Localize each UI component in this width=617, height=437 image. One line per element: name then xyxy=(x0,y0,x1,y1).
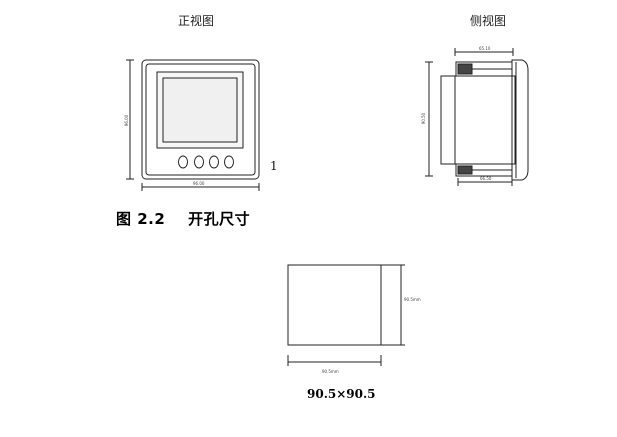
front-bezel-inner xyxy=(145,63,256,176)
figure-caption: 图 2.2 开孔尺寸 xyxy=(116,210,251,228)
side-body xyxy=(440,75,516,165)
side-top-dim-label: 65.10 xyxy=(479,46,491,51)
oval-button-icon xyxy=(224,155,234,169)
front-width-dim-label: 96.00 xyxy=(193,181,205,186)
cutout-width-dim-label: 90.5mm xyxy=(322,369,339,374)
side-bezel xyxy=(511,59,529,181)
cutout-square xyxy=(287,264,382,346)
side-view-title: 侧视图 xyxy=(470,14,507,28)
cutout-caption: 90.5×90.5 xyxy=(307,387,376,401)
oval-button-icon xyxy=(178,155,188,169)
front-height-dim-label: 96.00 xyxy=(124,114,130,127)
cutout-height-dim-label: 90.5mm xyxy=(404,297,421,302)
side-bottom-dim-label: 66.50 xyxy=(480,176,492,181)
oval-button-icon xyxy=(194,155,204,169)
side-view-drawing xyxy=(425,48,529,186)
front-view-title: 正视图 xyxy=(178,14,215,28)
oval-button-icon xyxy=(209,155,219,169)
cutout-drawing xyxy=(287,264,405,366)
lcd-screen-inner xyxy=(162,77,238,143)
side-height-dim-label: 90.50 xyxy=(421,112,427,125)
page-number: 1 xyxy=(270,159,278,173)
front-view-drawing xyxy=(126,59,260,191)
front-bezel-outer xyxy=(141,59,260,180)
